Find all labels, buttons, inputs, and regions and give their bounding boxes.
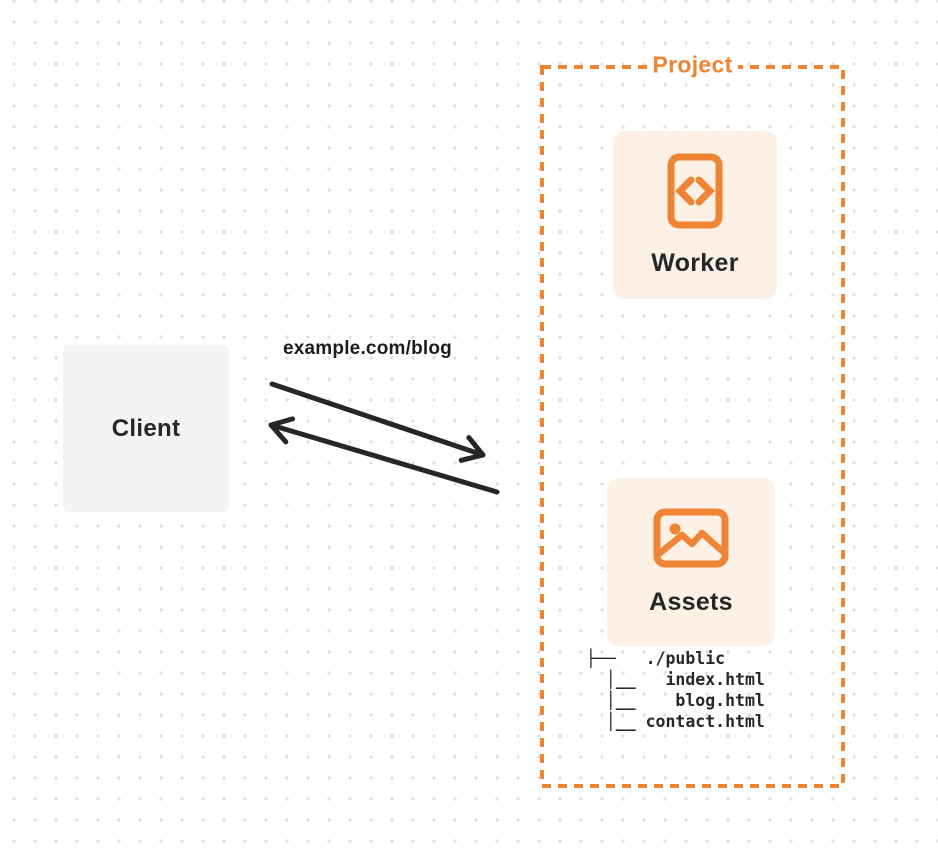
image-icon [653, 508, 729, 567]
client-node: Client [63, 345, 229, 512]
code-file-icon [667, 153, 723, 228]
project-label: Project [647, 51, 738, 79]
response-arrow [268, 416, 500, 495]
project-boundary: Project Worker Assets ├── ./public │__ i… [540, 51, 845, 788]
client-label: Client [111, 414, 181, 442]
request-response-arrows [268, 381, 500, 495]
worker-node: Worker [613, 131, 777, 299]
request-arrow [269, 381, 486, 463]
assets-node: Assets [607, 478, 775, 646]
request-url-label: example.com/blog [283, 338, 452, 359]
assets-file-tree: ├── ./public │__ index.html │__ blog.htm… [586, 649, 765, 731]
assets-label: Assets [649, 587, 733, 616]
worker-label: Worker [651, 248, 739, 277]
